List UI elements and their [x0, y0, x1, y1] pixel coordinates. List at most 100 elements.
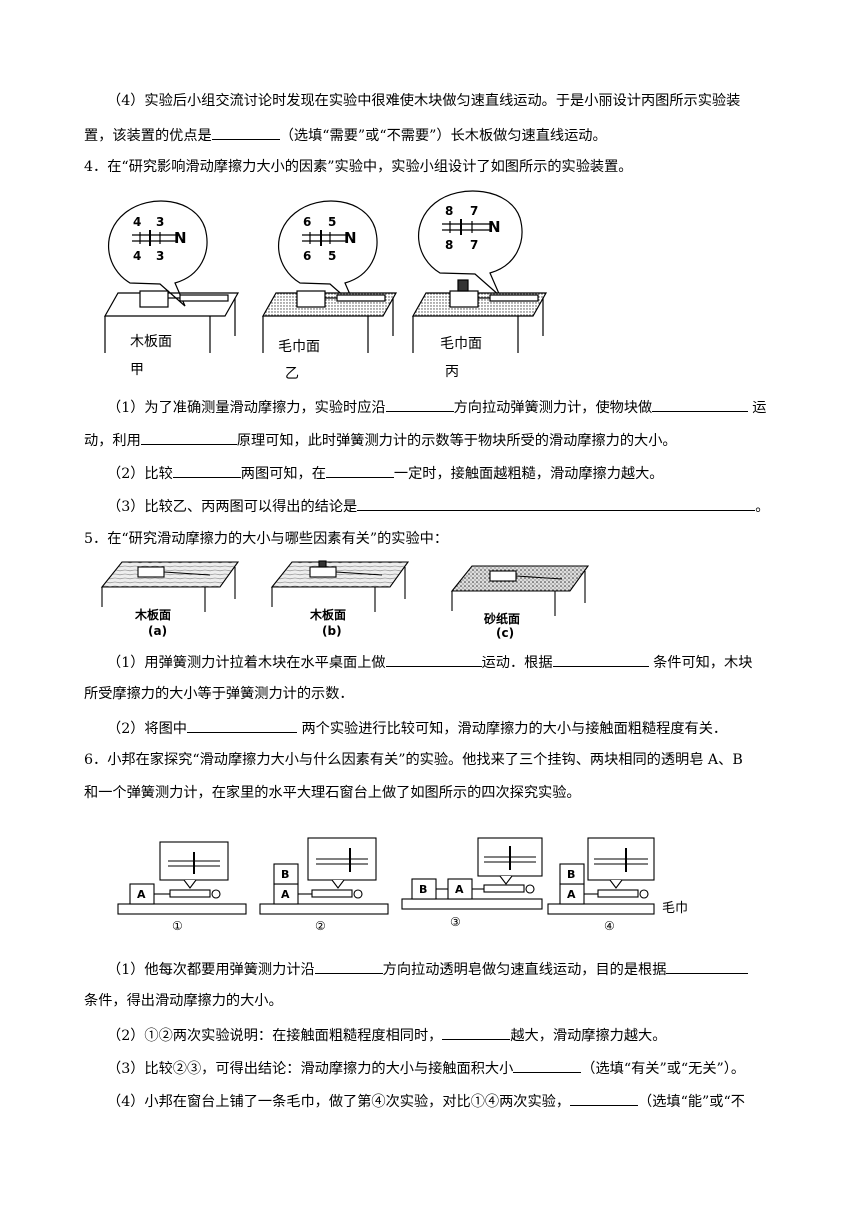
jia-tag: 甲 [130, 362, 144, 378]
table-a [100, 561, 240, 588]
q5-p2-blank[interactable] [186, 717, 297, 733]
q3-p4-line1: （4）实验后小组交流讨论时发现在实验中很难使木块做匀速直线运动。于是小丽设计丙图… [107, 93, 741, 109]
q6-p4: （4）小邦在窗台上铺了一条毛巾，做了第④次实验，对比①④两次实验， （选填“能”或… [107, 1090, 745, 1112]
q5-p1-blank-2[interactable] [552, 651, 649, 667]
yi-top-left: 6 [303, 215, 311, 229]
yi-bottom-left: 6 [303, 249, 311, 263]
q4-p2-blank-2[interactable] [325, 462, 394, 478]
q5-figure-svg: 木板面 (a) 木板面 (b) 砂纸面 (c) [100, 560, 590, 640]
q6-label-4: ④ [604, 919, 615, 933]
q4-p1-blank-3[interactable] [140, 429, 237, 445]
scale-jia [132, 230, 178, 246]
q4-figure-svg: 4 3 4 3 N 6 5 6 5 N 8 7 8 7 N 木板面 甲 毛巾面 … [103, 190, 548, 382]
q5-b-tag: (b) [322, 624, 342, 638]
q4-p2-text-a: （2）比较 [107, 466, 173, 482]
table-top-jia [103, 292, 240, 317]
q6-p1-line1: （1）他每次都要用弹簧测力计沿 方向拉动透明皂做匀速直线运动，目的是根据 [107, 958, 749, 980]
q6-s1-block-a: A [137, 888, 146, 901]
yi-surface-label: 毛巾面 [278, 339, 320, 355]
q6-p1-blank-2[interactable] [666, 958, 749, 974]
q6-s3-block-b: B [419, 883, 427, 896]
q4-p1-text-a: （1）为了准确测量滑动摩擦力，实验时应沿 [107, 400, 386, 416]
q6-stem-line2: 和一个弹簧测力计，在家里的水平大理石窗台上做了如图所示的四次探究实验。 [84, 785, 581, 801]
table-b [270, 561, 410, 588]
jia-unit: N [174, 229, 187, 247]
q6-p3-text-b: （选填“有关”或“无关”）。 [581, 1061, 746, 1077]
q5-p1-line2: 所受摩擦力的大小等于弹簧测力计的示数． [84, 686, 354, 702]
q5-p2-text-b: 两个实验进行比较可知，滑动摩擦力的大小与接触面粗糙程度有关． [301, 721, 728, 737]
jia-surface-label: 木板面 [130, 334, 172, 350]
q6-p3-blank[interactable] [513, 1057, 582, 1073]
yi-top-right: 5 [328, 215, 336, 229]
q6-label-3: ③ [450, 915, 461, 929]
q6-p4-text-a: （4）小邦在窗台上铺了一条毛巾，做了第④次实验，对比①④两次实验， [107, 1094, 571, 1110]
q5-p2: （2）将图中 两个实验进行比较可知，滑动摩擦力的大小与接触面粗糙程度有关． [107, 717, 727, 739]
bing-bottom-right: 7 [470, 238, 478, 252]
q4-p1-text-e: 原理可知，此时弹簧测力计的示数等于物块所受的滑动摩擦力的大小。 [236, 433, 677, 449]
q6-s4-block-a: A [567, 888, 576, 901]
q5-p1-line1: （1）用弹簧测力计拉着木块在水平桌面上做运动．根据 条件可知，木块 [107, 651, 752, 673]
q4-stem: 4．在“研究影响滑动摩擦力大小的因素”实验中，实验小组设计了如图所示的实验装置。 [84, 159, 633, 175]
q4-p3-blank[interactable] [357, 495, 756, 511]
q4-p3: （3）比较乙、丙两图可以得出的结论是。 [107, 495, 769, 517]
q3-p4-text-a: 置，该装置的优点是 [84, 128, 212, 144]
q6-s2-block-a: A [281, 888, 290, 901]
q6-p2-blank[interactable] [442, 1024, 511, 1040]
q6-label-2: ② [315, 919, 326, 933]
scale-yi [302, 230, 348, 246]
q4-p2: （2）比较两图可知，在一定时，接触面越粗糙，滑动摩擦力越大。 [107, 462, 664, 484]
q4-p1-line2: 动，利用 原理可知，此时弹簧测力计的示数等于物块所受的滑动摩擦力的大小。 [84, 429, 677, 451]
jia-top-right: 3 [156, 215, 164, 229]
q4-p1-blank-1[interactable] [385, 396, 454, 412]
q4-p1-line1: （1）为了准确测量滑动摩擦力，实验时应沿 方向拉动弹簧测力计，使物块做 运 [107, 396, 766, 418]
q4-figure: 4 3 4 3 N 6 5 6 5 N 8 7 8 7 N 木板面 甲 毛巾面 … [100, 188, 560, 383]
q5-b-surface: 木板面 [309, 607, 346, 622]
bing-top-right: 7 [470, 204, 478, 218]
yi-unit: N [344, 229, 357, 247]
bing-surface-label: 毛巾面 [440, 336, 482, 352]
q6-p3: （3）比较②③，可得出结论：滑动摩擦力的大小与接触面积大小 （选填“有关”或“无关… [107, 1057, 745, 1079]
scale-bing [442, 219, 492, 235]
jia-bottom-right: 3 [156, 249, 164, 263]
q5-p1-blank-1[interactable] [385, 651, 482, 667]
q6-stem-line1: 6．小邦在家探究“滑动摩擦力大小与什么因素有关”的实验。他找来了三个挂钩、两块相… [84, 752, 743, 768]
bubble-jia [108, 200, 208, 307]
q6-p1-text-b: 方向拉动透明皂做匀速直线运动，目的是根据 [382, 962, 667, 978]
q4-p1-blank-2[interactable] [652, 396, 749, 412]
q4-p1-text-b: 方向拉动弹簧测力计，使物块做 [453, 400, 653, 416]
q6-label-1: ① [172, 919, 183, 933]
q4-p2-blank-1[interactable] [172, 462, 241, 478]
q4-p1-text-d: 动，利用 [84, 433, 141, 449]
q6-p1-line2: 条件，得出滑动摩擦力的大小。 [84, 993, 283, 1009]
q5-c-surface: 砂纸面 [483, 611, 520, 626]
q6-p4-blank[interactable] [570, 1090, 639, 1106]
q6-p1-text-a: （1）他每次都要用弹簧测力计沿 [107, 962, 315, 978]
q4-p1-text-c: 运 [752, 400, 767, 416]
q6-figure-svg: A A B B A A B ① ② ③ ④ 毛巾 [117, 837, 688, 933]
q6-p2-text-a: （2）①②两次实验说明：在接触面粗糙程度相同时， [107, 1028, 443, 1044]
q6-p4-text-b: （选填“能”或“不 [638, 1094, 745, 1110]
q5-p1-text-a: （1）用弹簧测力计拉着木块在水平桌面上做 [107, 655, 386, 671]
bubble-bing [418, 190, 523, 297]
q6-s2-block-b: B [281, 868, 289, 881]
q3-p4-line2: 置，该装置的优点是 （选填“需要”或“不需要”）长木板做匀速直线运动。 [84, 124, 607, 146]
q6-p1-blank-1[interactable] [314, 958, 383, 974]
q6-s4-block-b: B [567, 868, 575, 881]
q6-figure: A A B B A A B ① ② ③ ④ 毛巾 [112, 834, 712, 934]
q6-p2-text-b: 越大，滑动摩擦力越大。 [510, 1028, 667, 1044]
q3-p4-text-b: （选填“需要”或“不需要”）长木板做匀速直线运动。 [279, 128, 607, 144]
q6-towel-label: 毛巾 [662, 901, 688, 916]
q5-a-tag: (a) [148, 624, 167, 638]
q5-stem: 5．在“研究滑动摩擦力的大小与哪些因素有关”的实验中： [84, 531, 449, 547]
q3-p4-blank[interactable] [211, 124, 280, 140]
q6-s3-block-a: A [455, 883, 464, 896]
q4-p3-text-b: 。 [755, 499, 770, 515]
table-c [450, 565, 590, 592]
q4-p2-text-b: 两图可知，在 [240, 466, 326, 482]
q5-a-surface: 木板面 [134, 607, 171, 622]
q6-p3-text-a: （3）比较②③，可得出结论：滑动摩擦力的大小与接触面积大小 [107, 1061, 514, 1077]
bing-top-left: 8 [445, 204, 453, 218]
jia-bottom-left: 4 [133, 249, 141, 263]
q5-p1-text-b: 运动．根据 [481, 655, 553, 671]
